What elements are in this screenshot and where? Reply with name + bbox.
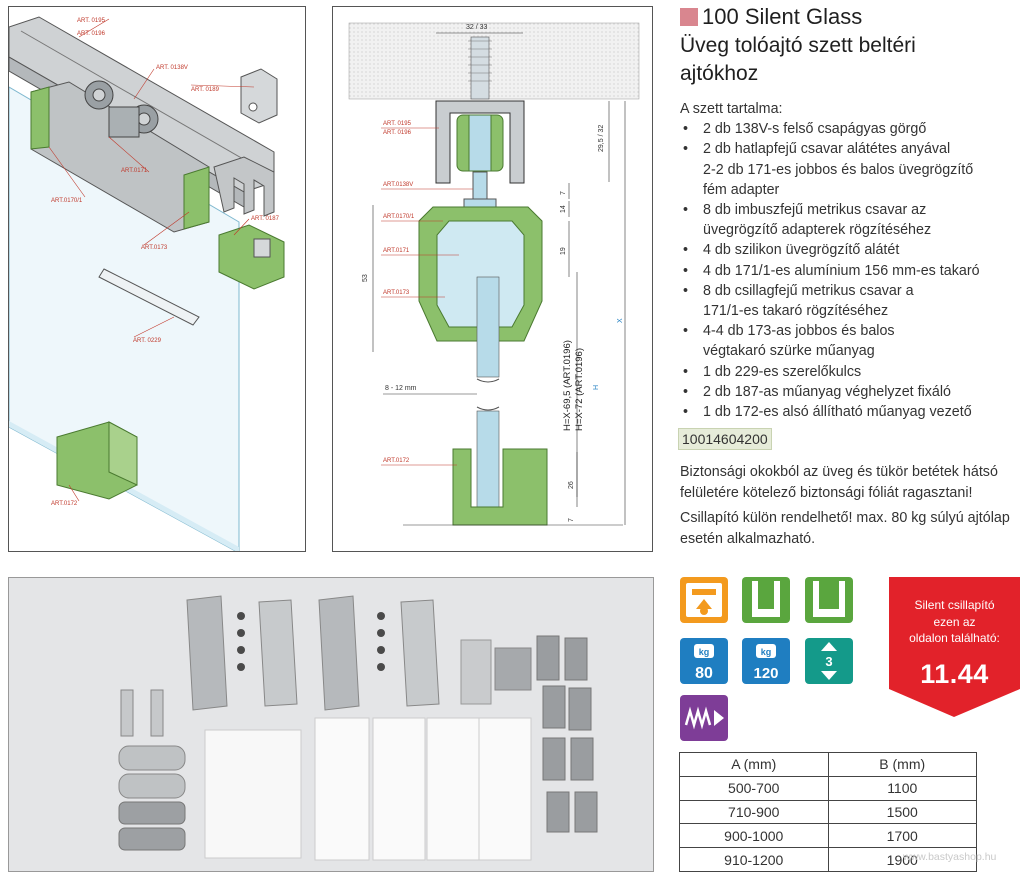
dim-x: X [617,318,624,323]
kit-contents-item: 8 db imbuszfejű metrikus csavar az [680,200,1025,220]
size-b-cell: 1700 [827,823,977,849]
kit-contents-item: 4-4 db 173-as jobbos és balos [680,321,1025,341]
size-a-cell: 910-1200 [679,847,829,872]
callout-text: Silent csillapító ezen az oldalon találh… [909,598,1000,645]
label-art-0196: ART. 0196 [77,31,106,37]
kit-contents-item-continuation: 2-2 db 171-es jobbos és balos üvegrögzít… [703,161,974,178]
size-table-header-a: A (mm) [679,752,829,777]
max-load-120kg-icon: kg 120 [742,638,790,684]
dim-19: 19 [560,247,567,255]
sec-label-art-0173: ART.0173 [383,290,410,296]
label-art-0171: ART.0171 [121,168,148,174]
max-load-80kg-icon: kg 80 [680,638,728,684]
dim-53: 53 [362,274,369,282]
dim-7-top: 7 [560,191,567,195]
label-art-0138v: ART. 0138V [156,65,188,71]
callout-shape [889,577,1020,717]
svg-text:kg: kg [761,647,772,657]
damper-note: Csillapító külön rendelhető! max. 80 kg … [680,510,1010,547]
glass-thickness-12-icon: 12 [805,577,853,623]
kit-contents-list: 2 db 138V-s felső csapágyas görgő2 db ha… [680,119,1025,422]
label-art-0172: ART.0172 [51,501,78,507]
sec-label-art-0172: ART.0172 [383,458,410,464]
damper-page-callout: Silent csillapító ezen az oldalon találh… [889,577,1020,717]
glass-thickness-8-icon: 8 [742,577,790,623]
isometric-drawing: ART. 0195 ART. 0196 ART. 0138V ART. 0189… [9,16,285,551]
kit-contents-item: 2 db 187-as műanyag véghelyzet fixáló [680,382,1025,402]
site-watermark: www.bastyashop.hu [903,851,997,863]
callout-page-number: 11.44 [920,659,989,689]
label-art-0189: ART. 0189 [191,87,220,93]
sec-label-art-0170: ART.0170/1 [383,214,415,220]
kit-contents-item: 2 db 138V-s felső csapágyas görgő [680,119,1025,139]
formula-h-0196-b: H=X-72 (ART.0196) [574,348,585,431]
svg-text:12: 12 [822,596,836,610]
title-description-line1: Üveg tolóajtó szett beltéri [680,34,916,57]
size-b-cell: 1100 [827,775,977,801]
kit-contents-item-continuation: 171/1-es takaró rögzítéséhez [703,303,889,320]
sec-label-art-0138v: ART.0138V [383,182,413,188]
svg-text:3: 3 [825,654,832,669]
kit-contents-item: 1 db 229-es szerelőkulcs [680,362,1025,382]
sec-label-art-0171: ART.0171 [383,248,410,254]
label-art-0173: ART.0173 [141,245,168,251]
kit-contents-item-continuation: fém adapter [703,181,780,198]
dim-width: 32 / 33 [466,24,488,31]
svg-text:120: 120 [753,665,778,682]
label-art-0229: ART. 0229 [133,338,162,344]
sec-label-art-0196: ART. 0196 [383,130,412,136]
kit-contents-item: 4 db 171/1-es alumínium 156 mm-es takaró [680,261,1025,281]
svg-text:kg: kg [699,647,710,657]
kit-contents-item: 8 db csillagfejű metrikus csavar a [680,281,1025,301]
damper-icon [680,695,728,741]
dim-29-5: 29,5 / 32 [598,125,605,152]
title-description-line2: ajtókhoz [680,62,759,85]
size-b-cell: 1900 [827,847,977,872]
svg-text:8: 8 [763,596,770,610]
title-product-name: 100 Silent Glass [702,4,863,29]
article-number: 10014604200 [678,428,772,450]
size-a-cell: 500-700 [679,775,829,801]
kit-contents-item: 1 db 172-es alsó állítható műanyag vezet… [680,402,1025,422]
product-title: 100 Silent Glass Üveg tolóajtó szett bel… [680,4,1025,88]
size-b-cell: 1500 [827,799,977,825]
section-drawing: 32 / 33 [348,22,640,526]
kit-contents-item-continuation: üvegrögzítő adapterek rögzítéséhez [703,222,932,239]
size-a-cell: 710-900 [679,799,829,825]
formula-h-0196-a: H=X-69,5 (ART.0196) [562,340,573,431]
top-mount-icon [680,577,728,623]
safety-note: Biztonsági okokból az üveg és tükör beté… [680,464,998,501]
svg-text:80: 80 [695,665,713,682]
kit-contents: A szett tartalma: 2 db 138V-s felső csap… [680,99,1025,422]
kit-contents-heading: A szett tartalma: [680,101,783,117]
label-art-0187: ART. 0187 [251,216,280,222]
section-drawing-panel: 32 / 33 [332,6,653,552]
isometric-drawing-panel: ART. 0195 ART. 0196 ART. 0138V ART. 0189… [8,6,306,552]
kit-contents-item: 4 db szilikon üvegrögzítő alátét [680,240,1025,260]
label-art-0195: ART. 0195 [77,18,106,24]
title-accent-square [680,8,698,26]
kit-contents-item-continuation: végtakaró szürke műanyag [703,343,875,360]
size-a-cell: 900-1000 [679,823,829,849]
dim-14: 14 [560,205,567,213]
label-art-0170: ART.0170/1 [51,198,83,204]
parts-photo [8,577,654,872]
parts-photo-illustration [118,595,598,861]
height-adjust-3mm-icon: 3 [805,638,853,684]
kit-contents-item: 2 db hatlapfejű csavar alátétes anyával [680,139,1025,159]
dim-glass-thickness: 8 - 12 mm [385,385,417,392]
sec-label-art-0195: ART. 0195 [383,121,412,127]
dim-h: H [593,385,600,390]
dim-7-bottom: 7 [568,518,575,522]
size-table-header-b: B (mm) [827,752,977,777]
dim-26: 26 [568,481,575,489]
